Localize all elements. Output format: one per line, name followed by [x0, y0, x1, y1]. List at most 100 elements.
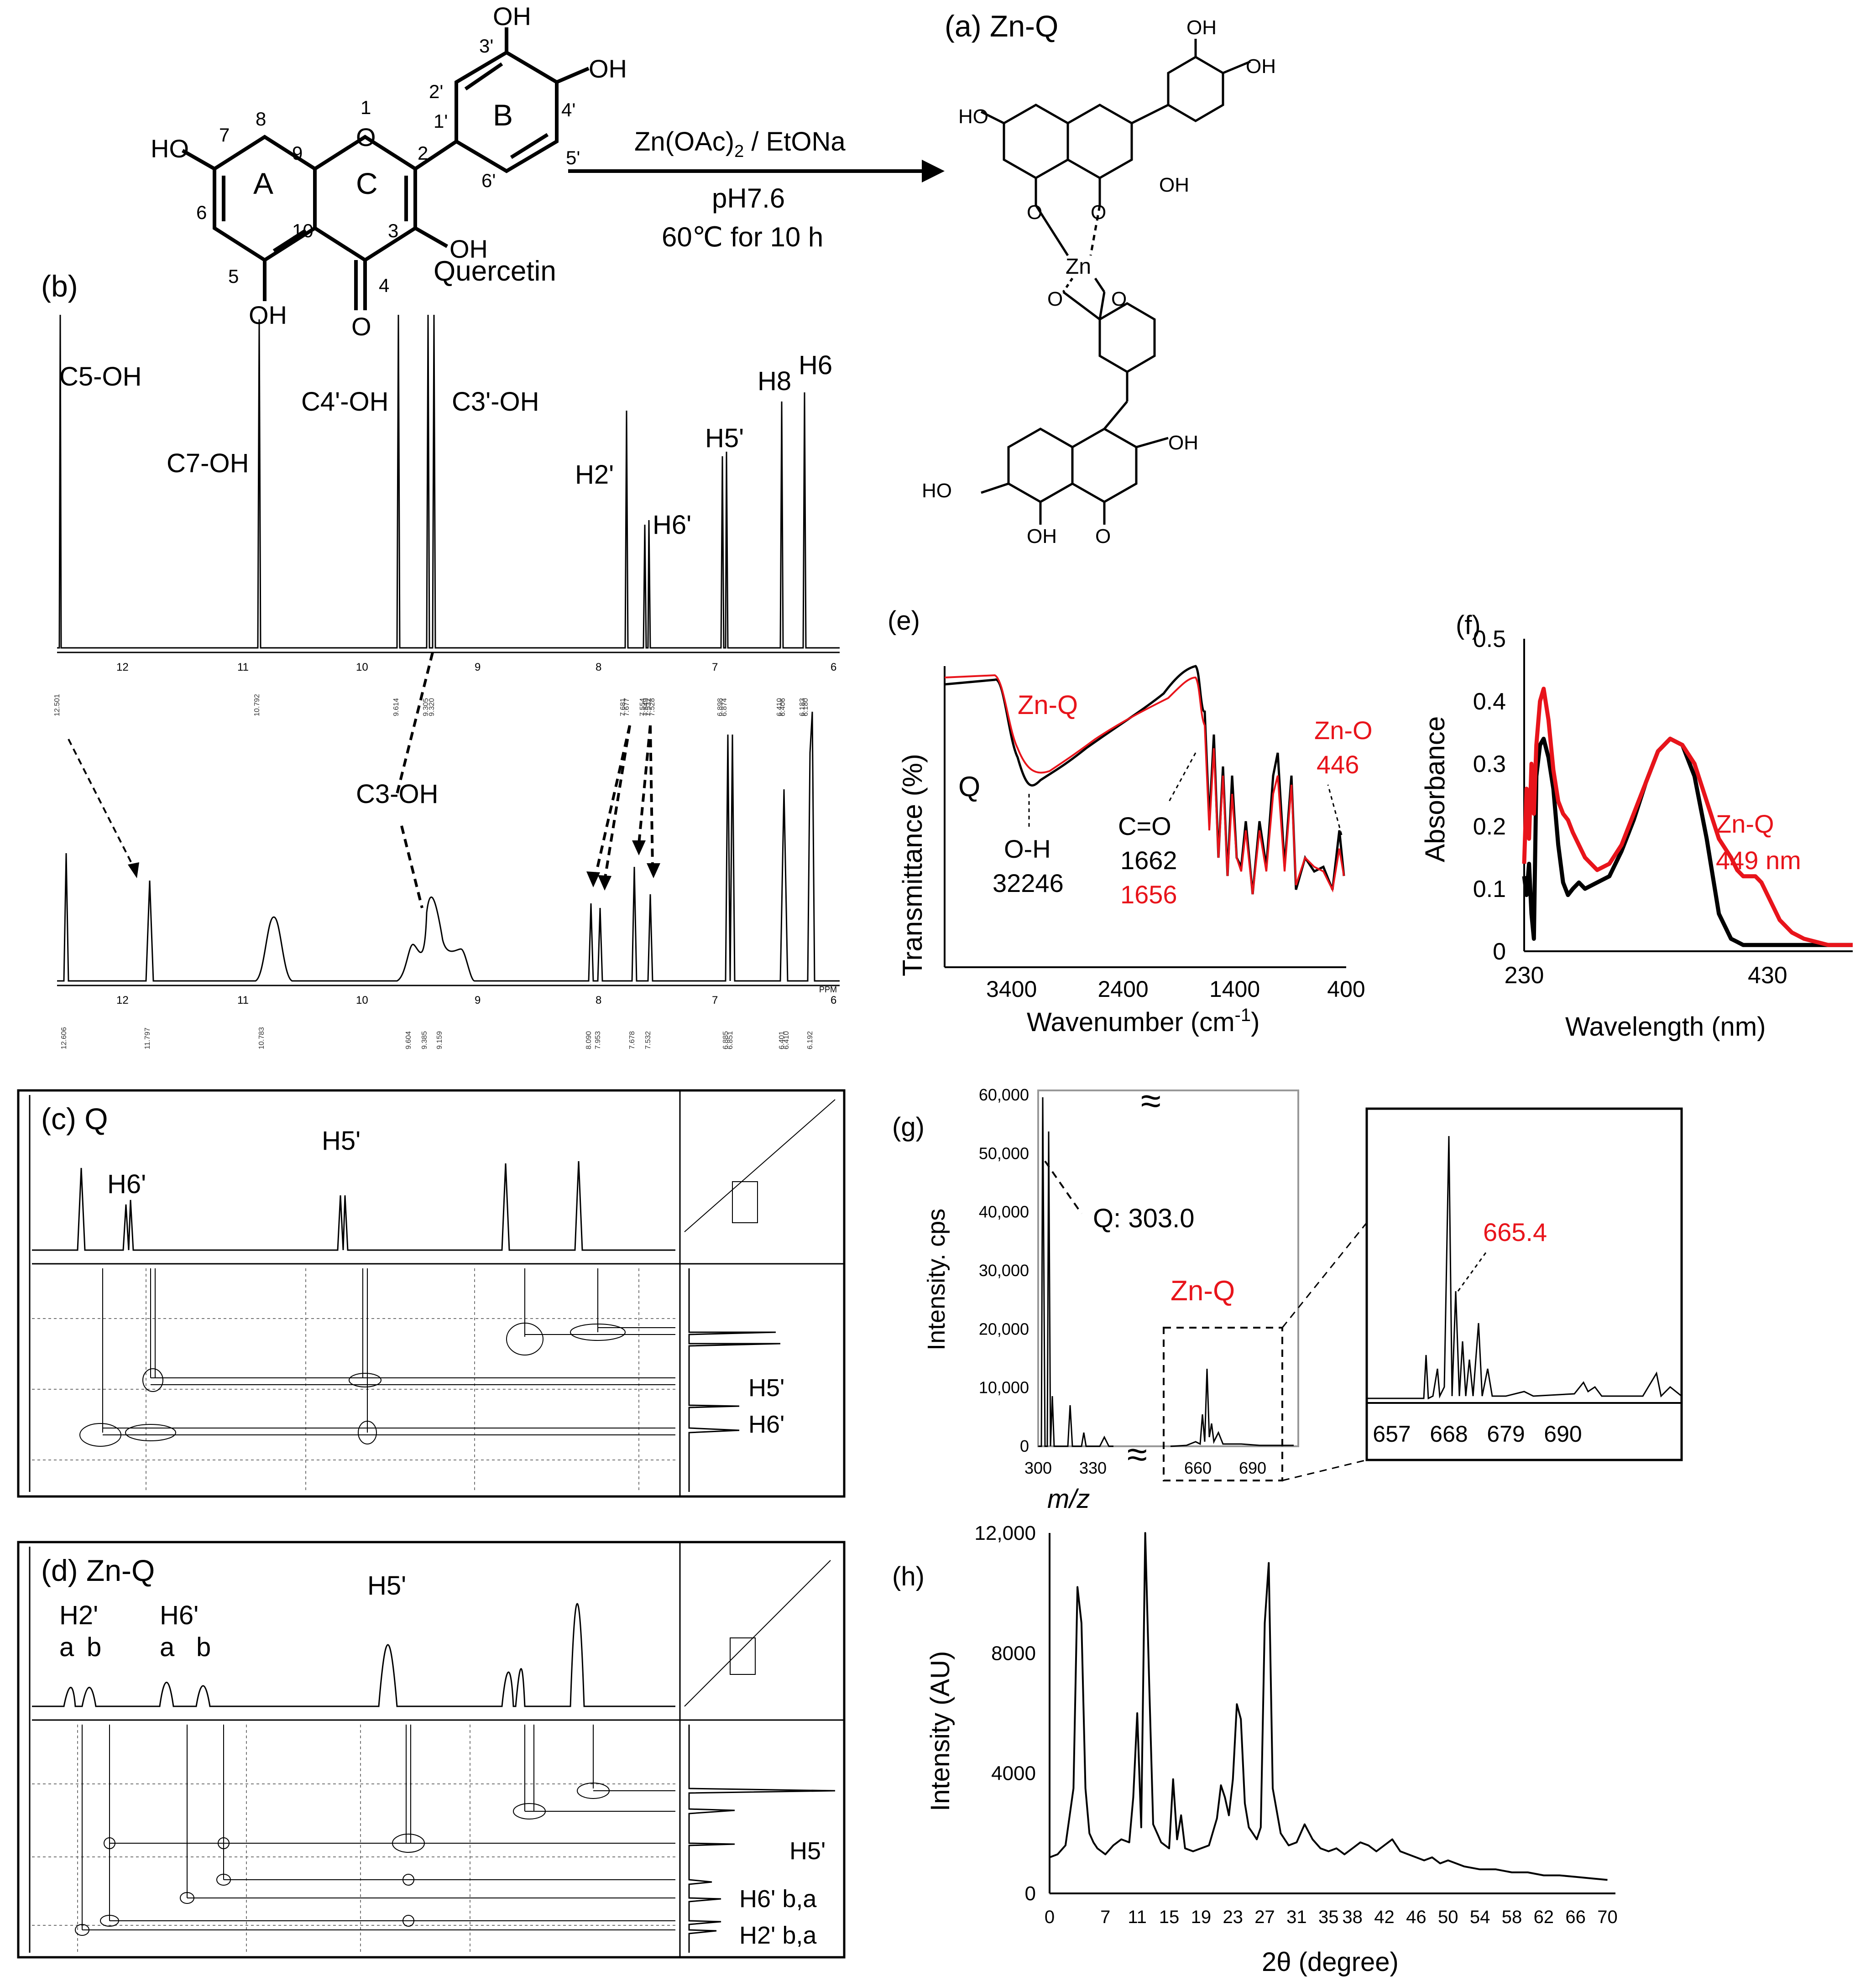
nmr-bottom-axis-ticks: 12 11 10 9 8 7 6 PPM [116, 985, 837, 1006]
nmr-top-integral: 9.320 [428, 698, 436, 716]
ms-x-tick: 300 [1024, 1459, 1052, 1477]
panel-h-label: (h) [892, 1562, 925, 1591]
panel-d-h5prime: H5' [367, 1571, 406, 1600]
nmr-bottom-integral: 7.953 [594, 1031, 602, 1049]
atom-num-4: 4 [379, 275, 389, 296]
panel-d-1d-spectrum [32, 1603, 675, 1707]
panel-d-h6prime: H6' [160, 1600, 199, 1630]
ir-co-znq-value: 1656 [1120, 880, 1177, 909]
atom-num-3: 3 [388, 220, 398, 241]
panel-d-label: (d) Zn-Q [41, 1554, 155, 1587]
nmr-bottom-integral: 6.192 [806, 1031, 814, 1049]
xrd-x-tick: 62 [1534, 1907, 1554, 1927]
panel-h-xlabel: 2θ (degree) [1262, 1947, 1399, 1977]
xrd-x-tick: 7 [1100, 1907, 1110, 1927]
nmr-bottom-integral: 10.783 [258, 1027, 266, 1049]
nmr-top-integral: 7.681 [619, 698, 627, 716]
atom-num-1: 1 [361, 97, 371, 118]
ir-x-tick: 400 [1327, 976, 1365, 1002]
atom-num-6prime: 6' [481, 170, 496, 191]
xrd-line [1049, 1532, 1608, 1881]
atom-num-3prime: 3' [479, 35, 493, 57]
ms-y-tick: 40,000 [979, 1203, 1029, 1221]
uv-x-tick: 230 [1505, 962, 1544, 989]
reaction-arrow: Zn(OAc)2 / EtONa pH7.6 60℃ for 10 h [568, 127, 945, 252]
znq-oh-3: OH [1159, 174, 1189, 196]
ir-q-label: Q [958, 771, 980, 803]
panel-d: (d) Zn-Q H2' H6' H5' a b a b [17, 1541, 846, 1959]
uv-y-tick: 0.3 [1473, 751, 1506, 777]
quercetin-structure [182, 27, 590, 310]
uv-series-line-zn-q [1522, 687, 1853, 947]
znq-o-5: O [1027, 201, 1042, 224]
nmr-bottom-integral: 7.532 [644, 1031, 652, 1049]
panel-c-side-spectrum [688, 1268, 781, 1492]
znq-labels: HO OH OH OH O O Zn O O OH HO O OH [922, 16, 1276, 547]
nmr-bottom-integral: 7.678 [628, 1031, 636, 1049]
znq-o-cat1: O [1047, 288, 1063, 310]
xrd-y-tick: 0 [1025, 1882, 1036, 1905]
ms-y-tick: 20,000 [979, 1319, 1029, 1338]
nmr-bottom-tick: 10 [356, 994, 368, 1006]
panel-c-label: (c) Q [41, 1102, 108, 1136]
ms-inset-tick: 657 [1373, 1421, 1411, 1447]
xrd-series [1049, 1532, 1608, 1881]
panel-e-ylabel: Transmittance (%) [897, 754, 928, 976]
ms-q-annotation: Q: 303.0 [1093, 1204, 1194, 1233]
znq-zn: Zn [1066, 255, 1091, 279]
panel-d-side-spectrum [688, 1725, 836, 1953]
ir-znq-label: Zn-Q [1018, 690, 1078, 720]
ms-y-tick: 10,000 [979, 1378, 1029, 1397]
quercetin-title: Quercetin [434, 255, 556, 287]
znq-structure [980, 39, 1251, 525]
znq-oh-3prime: OH [1186, 16, 1217, 39]
nmr-bottom-integral: 11.797 [144, 1027, 152, 1049]
panel-g-ylabel: Intensity. cps [923, 1209, 950, 1350]
nmr-top-integral: 7.677 [623, 698, 631, 716]
ring-c-label: C [356, 167, 378, 200]
nmr-correlation-arrows [68, 652, 660, 908]
uv-znq-annotation-name: Zn-Q [1716, 809, 1774, 838]
uv-series-line-q [1522, 736, 1853, 947]
xrd-x-tick: 31 [1286, 1907, 1307, 1927]
nmr-top-integral: 6.180 [802, 698, 810, 716]
atom-num-6: 6 [196, 202, 207, 223]
ms-inset-tick: 668 [1430, 1421, 1468, 1447]
nmr-label-h6: H6 [799, 350, 832, 380]
panel-d-sub-a1: a [59, 1632, 74, 1662]
nmr-label-c7oh: C7-OH [167, 448, 249, 478]
label-oh-3: OH [449, 235, 488, 263]
xrd-x-tick: 66 [1565, 1907, 1586, 1927]
ms-y-tick: 50,000 [979, 1144, 1029, 1163]
nmr-top-integral: 6.410 [776, 698, 784, 716]
nmr-label-c5oh: C5-OH [59, 362, 141, 391]
uv-y-tick: 0.2 [1473, 813, 1506, 840]
ms-x-tick: 690 [1239, 1459, 1266, 1477]
nmr-top-tick: 7 [712, 661, 718, 673]
condition-ph: pH7.6 [712, 183, 785, 214]
xrd-x-tick: 15 [1159, 1907, 1180, 1927]
nmr-bottom-integral: 8.090 [585, 1031, 593, 1049]
nmr-label-c3oh: C3-OH [356, 779, 438, 809]
xrd-x-tick: 42 [1374, 1907, 1395, 1927]
atom-num-4prime: 4' [561, 99, 575, 120]
ms-x-tick: 660 [1184, 1459, 1212, 1477]
ms-inset-tick: 679 [1487, 1421, 1525, 1447]
panel-f-ylabel: Absorbance [1420, 716, 1450, 862]
nmr-top-tick: 12 [116, 661, 129, 673]
panel-g: (g) Intensity. cps 010,00020,00030,00040… [892, 1080, 1683, 1514]
nmr-top-tick: 11 [237, 661, 249, 673]
ms-xlabel: m/z [1047, 1484, 1090, 1514]
atom-num-10: 10 [292, 220, 314, 241]
xrd-x-tick: 23 [1223, 1907, 1243, 1927]
ir-co-label: C=O [1118, 812, 1171, 840]
nmr-top-integral: 6.183 [799, 698, 806, 716]
panel-h-ylabel: Intensity (AU) [925, 1651, 955, 1811]
xrd-y-tick: 8000 [991, 1642, 1036, 1664]
xrd-y-tick: 4000 [991, 1762, 1036, 1785]
